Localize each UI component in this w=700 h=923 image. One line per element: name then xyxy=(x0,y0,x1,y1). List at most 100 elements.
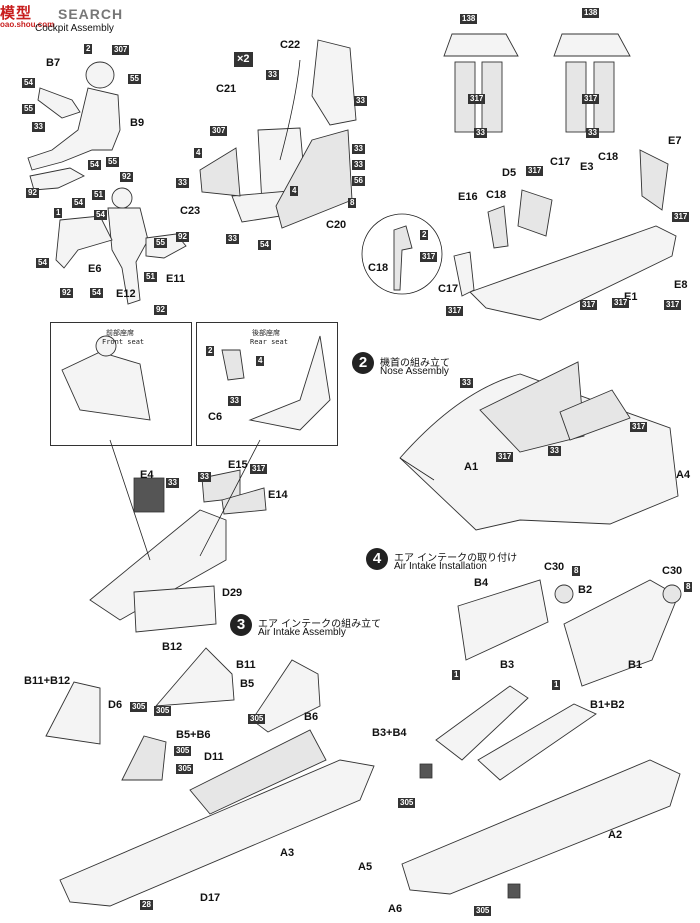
color-code-badge: 33 xyxy=(166,478,179,488)
color-code-badge: 33 xyxy=(32,122,45,132)
front-seat-label-jp: 前部座席 xyxy=(106,329,134,337)
color-code-badge: 56 xyxy=(352,176,365,186)
part-label: E4 xyxy=(140,469,154,481)
part-label: E14 xyxy=(268,489,288,501)
part-label: E12 xyxy=(116,288,136,300)
color-code-badge: 307 xyxy=(112,45,130,55)
part-label: B6 xyxy=(304,711,319,723)
color-code-badge: 305 xyxy=(130,702,148,712)
color-code-badge: 51 xyxy=(144,272,157,282)
color-code-badge: 55 xyxy=(128,74,141,84)
rear-seat-inset-drawing xyxy=(221,335,331,431)
part-label: C18 xyxy=(368,262,389,274)
part-label: E6 xyxy=(88,263,102,275)
color-code-badge: 305 xyxy=(174,746,192,756)
step-3-title-en: Air Intake Assembly xyxy=(258,627,346,638)
part-label: C22 xyxy=(280,39,301,51)
color-code-badge: 33 xyxy=(354,96,367,106)
part-label: C17 xyxy=(438,283,459,295)
color-code-badge: 4 xyxy=(256,356,265,366)
color-code-badge: 305 xyxy=(176,764,194,774)
step-2-title-en: Nose Assembly xyxy=(380,366,449,377)
color-code-badge: 8 xyxy=(572,566,581,576)
color-code-badge: 317 xyxy=(582,94,600,104)
color-code-badge: 2 xyxy=(84,44,93,54)
part-label: E15 xyxy=(228,459,248,471)
part-label: B4 xyxy=(474,577,489,589)
step-number-4: 4 xyxy=(366,548,388,570)
color-code-badge: 54 xyxy=(88,160,101,170)
color-code-badge: 51 xyxy=(92,190,105,200)
part-label: A5 xyxy=(358,861,373,873)
color-code-badge: 92 xyxy=(26,188,39,198)
front-seat-label-en: Front seat xyxy=(102,338,145,346)
part-label: E7 xyxy=(668,135,682,147)
color-code-badge: 54 xyxy=(258,240,271,250)
color-code-badge: 33 xyxy=(548,446,561,456)
nose-cone-drawing xyxy=(399,361,679,531)
air-intake-left-drawing xyxy=(45,647,375,907)
color-code-badge: 317 xyxy=(496,452,514,462)
color-code-badge: 305 xyxy=(474,906,492,916)
color-code-badge: 92 xyxy=(60,288,73,298)
color-code-badge: 54 xyxy=(22,78,35,88)
cockpit-tub-drawing xyxy=(453,149,677,321)
color-code-badge: 33 xyxy=(460,378,473,388)
color-code-badge: 55 xyxy=(106,157,119,167)
part-label: C18 xyxy=(598,151,619,163)
watermark-domain: oao.shou.com xyxy=(0,20,55,29)
color-code-badge: 28 xyxy=(140,900,153,910)
step-4-title-en: Air Intake Installation xyxy=(394,561,487,572)
step-number-3: 3 xyxy=(230,614,252,636)
color-code-badge: 54 xyxy=(90,288,103,298)
color-code-badge: 55 xyxy=(22,104,35,114)
color-code-badge: 55 xyxy=(154,238,167,248)
color-code-badge: 33 xyxy=(586,128,599,138)
color-code-badge: 33 xyxy=(228,396,241,406)
step-2-title-jp: 機首の組み立て xyxy=(380,358,450,369)
color-code-badge: 2 xyxy=(206,346,215,356)
color-code-badge: 317 xyxy=(250,464,268,474)
color-code-badge: 317 xyxy=(612,298,630,308)
step-number-2: 2 xyxy=(352,352,374,374)
part-label: B3 xyxy=(500,659,515,671)
color-code-badge: 92 xyxy=(120,172,133,182)
part-label: B2 xyxy=(578,584,593,596)
color-code-badge: 317 xyxy=(580,300,598,310)
pilot-figure-rear-drawing xyxy=(55,187,187,305)
color-code-badge: 33 xyxy=(176,178,189,188)
step-3-title-jp: エア インテークの組み立て xyxy=(258,619,382,630)
part-label: D17 xyxy=(200,892,221,904)
part-label: A6 xyxy=(388,903,403,915)
part-label: A1 xyxy=(464,461,479,473)
color-code-badge: 33 xyxy=(198,472,211,482)
cockpit-module-drawing xyxy=(89,469,267,633)
part-label: A2 xyxy=(608,829,623,841)
header-search-text: SEARCH xyxy=(58,6,124,22)
part-label: C30 xyxy=(544,561,565,573)
color-code-badge: 305 xyxy=(248,714,266,724)
detail-circle-drawing xyxy=(361,213,443,295)
part-label: B5 xyxy=(240,678,255,690)
part-label: C21 xyxy=(216,83,237,95)
color-code-badge: 317 xyxy=(672,212,690,222)
color-code-badge: 317 xyxy=(420,252,438,262)
quantity-badge: ×2 xyxy=(234,52,253,67)
color-code-badge: 317 xyxy=(468,94,486,104)
part-label: C17 xyxy=(550,156,571,168)
step-4-title-jp: エア インテークの取り付け xyxy=(394,553,518,564)
color-code-badge: 305 xyxy=(398,798,416,808)
color-code-badge: 54 xyxy=(36,258,49,268)
pilot-figure-front-drawing xyxy=(27,61,121,191)
part-label: C23 xyxy=(180,205,201,217)
part-label: E8 xyxy=(674,279,688,291)
color-code-badge: 8 xyxy=(348,198,357,208)
color-code-badge: 33 xyxy=(352,160,365,170)
color-code-badge: 1 xyxy=(552,680,561,690)
front-seat-inset-drawing xyxy=(61,335,151,421)
color-code-badge: 33 xyxy=(352,144,365,154)
part-label: B12 xyxy=(162,641,183,653)
section-title-cockpit: Cockpit Assembly xyxy=(35,23,114,34)
color-code-badge: 1 xyxy=(452,670,461,680)
part-label: B1 xyxy=(628,659,643,671)
